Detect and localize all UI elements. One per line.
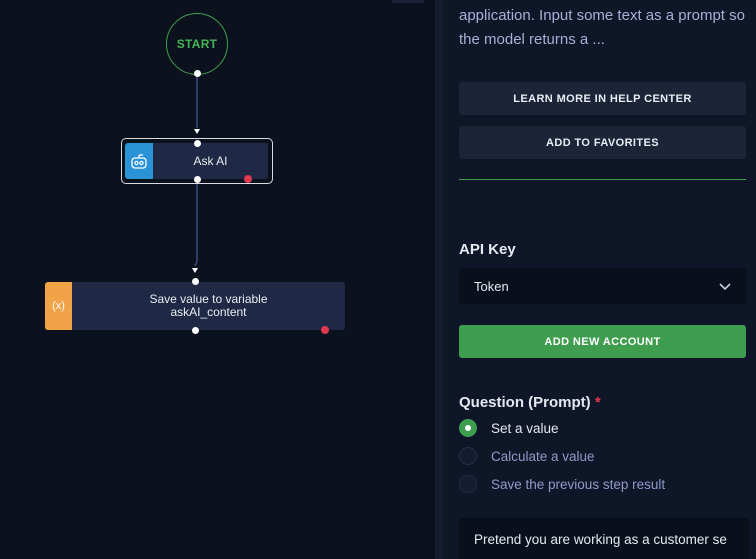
save-variable-output-port[interactable] bbox=[192, 327, 199, 334]
arrow-head-ask bbox=[194, 129, 200, 134]
question-prompt-input[interactable]: Pretend you are working as a customer se bbox=[459, 518, 749, 559]
ask-ai-node[interactable]: Ask AI bbox=[125, 143, 268, 179]
section-divider bbox=[459, 179, 746, 180]
save-variable-line1: Save value to variable bbox=[149, 292, 268, 306]
learn-more-button[interactable]: LEARN MORE IN HELP CENTER bbox=[459, 82, 746, 115]
radio-unchecked-icon[interactable] bbox=[459, 475, 477, 493]
ask-ai-label: Ask AI bbox=[193, 154, 228, 168]
start-output-port[interactable] bbox=[194, 70, 201, 77]
api-key-selected-value: Token bbox=[474, 278, 509, 294]
radio-label-previous-step: Save the previous step result bbox=[491, 476, 666, 492]
canvas-top-stub bbox=[392, 0, 424, 3]
radio-checked-icon[interactable] bbox=[459, 419, 477, 437]
ask-ai-input-port[interactable] bbox=[194, 140, 201, 147]
save-variable-line2: askAI_content bbox=[170, 305, 247, 319]
radio-label-calculate-value: Calculate a value bbox=[491, 448, 595, 464]
radio-label-set-value: Set a value bbox=[491, 420, 559, 436]
api-key-select[interactable]: Token bbox=[459, 268, 746, 304]
variable-icon: (x) bbox=[45, 282, 72, 330]
question-prompt-text: Question (Prompt) bbox=[459, 394, 591, 411]
step-description: application. Input some text as a prompt… bbox=[459, 7, 745, 48]
add-new-account-button[interactable]: ADD NEW ACCOUNT bbox=[459, 325, 746, 358]
connector-lines bbox=[192, 75, 200, 273]
panel-resize-divider[interactable] bbox=[435, 0, 443, 559]
step-settings-panel: application. Input some text as a prompt… bbox=[443, 0, 756, 559]
ask-ai-output-port[interactable] bbox=[194, 176, 201, 183]
question-prompt-label: Question (Prompt) * bbox=[459, 394, 601, 411]
save-variable-input-port[interactable] bbox=[192, 278, 199, 285]
ask-ai-selection-outline bbox=[121, 138, 273, 184]
required-mark: * bbox=[594, 394, 601, 411]
start-label: START bbox=[176, 37, 218, 51]
add-to-favorites-button[interactable]: ADD TO FAVORITES bbox=[459, 126, 746, 159]
radio-option-set-value[interactable]: Set a value bbox=[459, 418, 559, 438]
chevron-down-icon bbox=[719, 283, 731, 291]
save-variable-node[interactable]: (x) Save value to variable askAI_content bbox=[45, 282, 345, 330]
radio-option-previous-step[interactable]: Save the previous step result bbox=[459, 474, 665, 494]
radio-option-calculate-value[interactable]: Calculate a value bbox=[459, 446, 595, 466]
flow-canvas[interactable]: START Ask AI (x) Save value to variable … bbox=[0, 0, 435, 559]
robot-icon bbox=[125, 143, 153, 179]
save-variable-label: Save value to variable askAI_content bbox=[72, 282, 345, 330]
radio-unchecked-icon[interactable] bbox=[459, 447, 477, 465]
connector-ask-save-bend bbox=[194, 261, 198, 267]
ask-ai-error-port[interactable] bbox=[244, 175, 252, 183]
start-node[interactable]: START bbox=[166, 13, 228, 75]
arrow-head-save bbox=[192, 268, 198, 273]
api-key-label: API Key bbox=[459, 241, 516, 258]
save-variable-error-port[interactable] bbox=[321, 326, 329, 334]
